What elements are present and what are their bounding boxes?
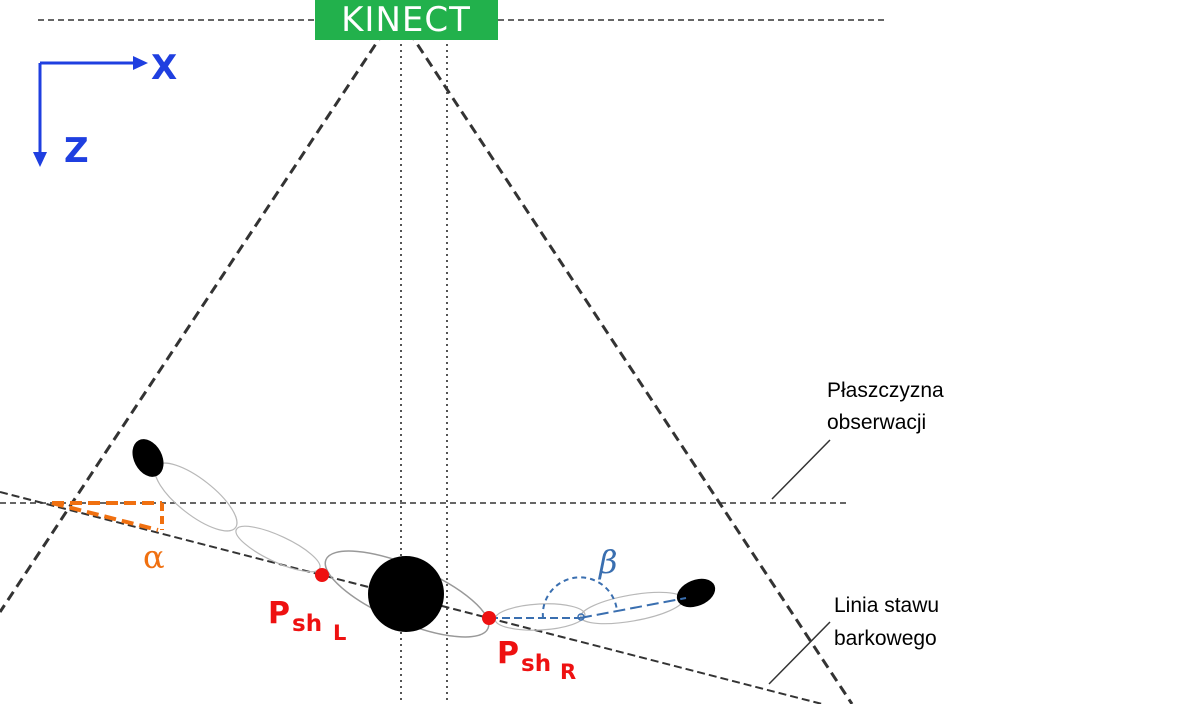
z-axis-label: Z (64, 131, 89, 171)
z-axis-arrow-icon (33, 152, 47, 167)
observation-plane-label-line1: Płaszczyzna (827, 379, 944, 402)
axes-indicator (33, 56, 148, 167)
svg-text:P: P (268, 596, 290, 631)
shoulder-line-leader (768, 621, 831, 685)
observation-plane-leader (771, 439, 831, 500)
left-hand (132, 439, 164, 477)
svg-text:sh: sh (521, 651, 551, 677)
shoulder-line-label-line1: Linia stawu (834, 594, 939, 617)
kinect-label: KINECT (341, 0, 471, 40)
beta-angle-marker (490, 576, 687, 621)
right-shoulder-point (482, 611, 496, 625)
observation-plane-label-line2: obserwacji (827, 411, 926, 434)
right-hand (676, 578, 716, 608)
left-upper-arm-ellipse (235, 525, 321, 573)
alpha-label: α (143, 538, 165, 576)
beta-label: β (598, 543, 618, 581)
fov-right-line (398, 17, 854, 704)
svg-text:L: L (333, 621, 346, 645)
svg-text:R: R (560, 660, 576, 684)
left-shoulder-label: P sh L (268, 596, 346, 645)
x-axis-arrow-icon (133, 56, 148, 70)
shoulder-line-label-line2: barkowego (834, 627, 937, 650)
svg-text:sh: sh (292, 611, 322, 637)
kinect-box (315, 0, 498, 40)
right-shoulder-label: P sh R (497, 636, 576, 684)
head (368, 556, 444, 632)
svg-text:P: P (497, 636, 519, 671)
left-shoulder-point (315, 568, 329, 582)
x-axis-label: X (151, 48, 177, 88)
alpha-angle-marker (51, 501, 164, 532)
fov-left-line (0, 17, 395, 613)
